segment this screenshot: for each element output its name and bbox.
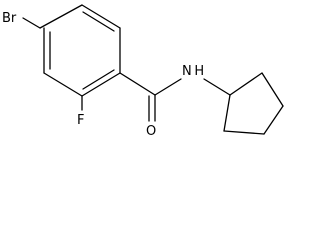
ring-bond-top-left [39,4,83,29]
oxygen-label: O [146,124,156,139]
ring-bond-top-right [81,4,121,29]
cyclopentane-ring [223,72,284,135]
cp-bond-2 [261,72,284,107]
ring-carbonyl-bond [119,72,156,96]
cp-bond-3 [263,105,284,135]
ring-bond-bottom-right-inner [82,69,115,90]
carbonyl-n-bond [154,78,182,96]
cp-bond-5 [223,94,231,132]
ring-bond-top-right-inner [82,11,115,32]
amide-nh-label: N H [182,64,204,79]
cp-bond-1 [229,72,263,96]
ring-bond-bottom-left [43,72,83,97]
n-cyclopentyl-bond [203,78,231,96]
structure-diagram: Br F O N H [2,4,284,139]
fluorine-label: F [77,113,84,128]
ring-bond-bottom-right [81,72,121,97]
bromine-label: Br [2,11,17,26]
c-br-bond [22,17,41,29]
benzene-ring [39,4,121,97]
cp-bond-4 [223,130,265,135]
